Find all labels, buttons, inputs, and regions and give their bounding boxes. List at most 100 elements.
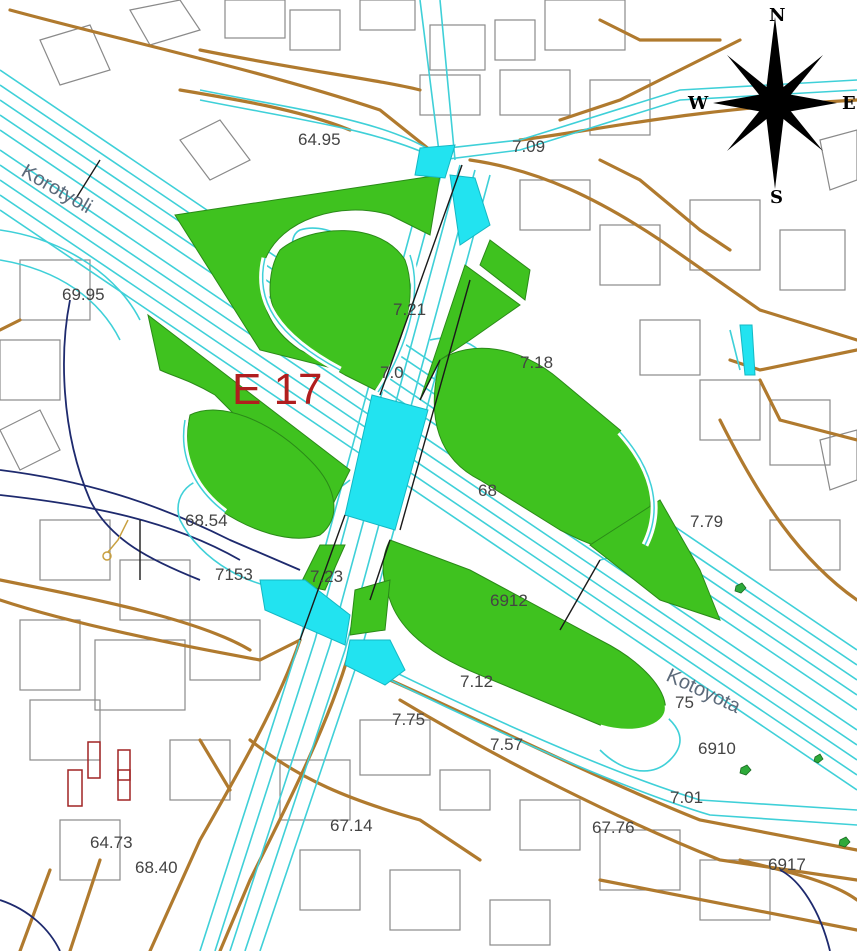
building <box>689 199 761 271</box>
compass-center <box>762 90 788 116</box>
building <box>639 319 701 376</box>
building <box>819 429 857 491</box>
green-area-east <box>589 499 721 621</box>
building <box>519 799 581 851</box>
building <box>699 379 761 441</box>
compass-point-se <box>775 103 823 151</box>
elevation-label: 7.01 <box>670 788 703 807</box>
carriageway-dividers <box>74 159 601 641</box>
bridge-deck-east-small <box>739 324 756 376</box>
elevation-label: 69.95 <box>62 285 105 304</box>
elevation-label: 7.09 <box>512 137 545 156</box>
green-areas <box>147 174 721 733</box>
elevation-label: 75 <box>675 693 694 712</box>
building <box>59 819 121 881</box>
elevation-label: 7.57 <box>490 735 523 754</box>
green-area-ne-corner <box>479 239 531 301</box>
building <box>769 519 841 571</box>
red-structure-markers <box>67 741 131 807</box>
tree-marker <box>739 764 752 776</box>
elevation-label: 6917 <box>768 855 806 874</box>
building <box>169 739 231 801</box>
tree-marker <box>838 836 851 848</box>
building <box>429 24 486 71</box>
building <box>224 0 286 39</box>
building <box>279 759 351 821</box>
red-marker <box>117 749 131 781</box>
building <box>499 69 571 116</box>
elevation-label: 7.18 <box>520 353 553 372</box>
tree-marker <box>734 582 747 594</box>
elevation-label: 67.14 <box>330 816 373 835</box>
building <box>19 259 91 321</box>
building <box>179 119 251 181</box>
compass-east-label: E <box>842 93 856 114</box>
elevation-label: 6910 <box>698 739 736 758</box>
compass-point-sw <box>727 103 775 151</box>
elevation-label: 68.54 <box>185 511 228 530</box>
red-marker <box>117 769 131 801</box>
building <box>0 339 61 401</box>
green-loop-north-east <box>433 347 651 550</box>
green-area-south-center <box>349 579 391 636</box>
building <box>39 519 111 581</box>
tree-markers <box>734 582 851 848</box>
lamp-markers <box>102 519 129 561</box>
route-label: E 17 <box>232 365 323 414</box>
building <box>769 399 831 466</box>
compass-point-north <box>766 17 784 103</box>
building <box>519 179 591 231</box>
bridge-decks <box>259 144 756 686</box>
compass-point-ne <box>775 55 823 103</box>
compass-point-south <box>766 103 784 189</box>
compass-south-label: S <box>770 187 783 208</box>
elevation-labels: 64.95 69.95 7.18 68.54 7153 6912 7.09 69… <box>62 130 806 877</box>
green-area-north-east <box>419 264 521 401</box>
compass-point-east <box>775 94 837 112</box>
elevation-label: 64.95 <box>298 130 341 149</box>
bridge-deck-main <box>344 394 429 531</box>
elevation-label: 64.73 <box>90 833 133 852</box>
elevation-label: 7153 <box>215 565 253 584</box>
bridge-deck-south-west <box>259 579 351 646</box>
red-marker <box>67 769 83 807</box>
red-marker <box>87 741 101 779</box>
building <box>119 559 191 621</box>
building <box>589 79 651 136</box>
building <box>189 619 261 681</box>
compass-point-west <box>713 94 775 112</box>
elevation-label: 7.79 <box>690 512 723 531</box>
elevation-label: 67.76 <box>592 818 635 837</box>
elevation-label: 7.23 <box>310 567 343 586</box>
building <box>19 619 81 691</box>
building <box>599 224 661 286</box>
building <box>129 0 201 46</box>
building <box>359 719 431 776</box>
bridge-deck-south <box>344 639 406 686</box>
dark-road-lines <box>0 299 831 951</box>
building <box>29 699 101 761</box>
building <box>489 899 551 946</box>
building <box>544 0 626 51</box>
elevation-label: 68.40 <box>135 858 178 877</box>
elevation-label: 68 <box>478 481 497 500</box>
building <box>299 849 361 911</box>
elevation-label: 6912 <box>490 591 528 610</box>
tree-marker <box>813 753 824 764</box>
elevation-label: 7.0 <box>380 363 404 382</box>
building <box>819 129 857 191</box>
building <box>599 829 681 891</box>
building <box>39 24 111 86</box>
building <box>699 859 771 921</box>
building <box>389 869 461 931</box>
building <box>779 229 846 291</box>
green-area-south-west-small <box>299 544 346 591</box>
compass-west-label: W <box>687 93 709 114</box>
compass-point-nw <box>727 55 775 103</box>
bridge-deck-north <box>449 174 491 246</box>
building <box>0 409 61 471</box>
building <box>359 0 416 31</box>
